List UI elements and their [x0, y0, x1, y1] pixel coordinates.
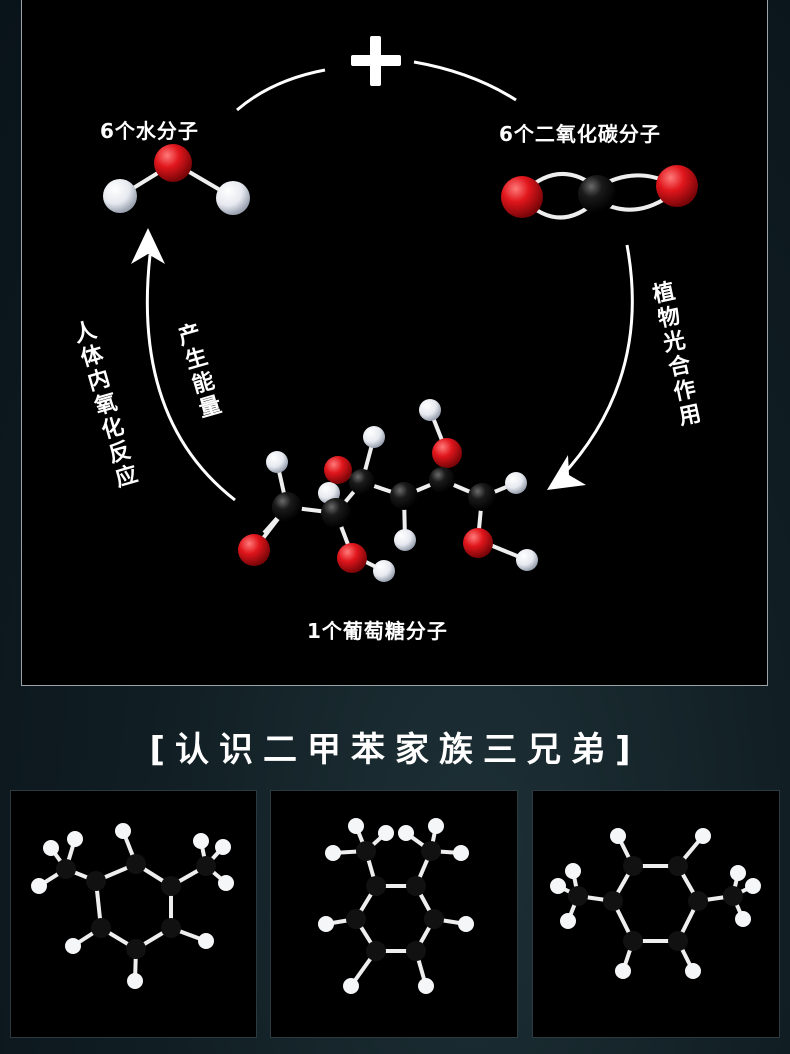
- ortho-xylene-card: [270, 790, 518, 1038]
- cycle-arc-top-right: [413, 60, 517, 102]
- meta-xylene-molecule: [31, 823, 234, 989]
- glucose-caption: 1个葡萄糖分子: [307, 619, 448, 643]
- ortho-xylene-molecule: [318, 818, 474, 994]
- co2-caption: 6个二氧化碳分子: [499, 122, 661, 146]
- cycle-arc-top-left: [236, 68, 326, 112]
- glucose-molecule: [238, 399, 538, 582]
- plus-icon: [351, 36, 401, 86]
- water-molecule: [103, 144, 250, 215]
- arrowhead-icon: [131, 228, 165, 264]
- section-title: [认识二甲苯家族三兄弟]: [149, 730, 641, 770]
- para-xylene-molecule: [550, 828, 761, 979]
- co2-molecule: [501, 165, 698, 220]
- cycle-arc-left: [145, 254, 236, 502]
- meta-xylene-card: [10, 790, 257, 1038]
- arrowhead-icon: [547, 455, 586, 490]
- water-caption: 6个水分子: [100, 119, 199, 143]
- cycle-diagram: [103, 36, 698, 582]
- cycle-arc-right: [558, 244, 634, 480]
- cycle-panel: 6个水分子 6个二氧化碳分子 1个葡萄糖分子 植物光合作用 产生能量 人体内氧化…: [21, 0, 768, 686]
- para-xylene-card: [532, 790, 780, 1038]
